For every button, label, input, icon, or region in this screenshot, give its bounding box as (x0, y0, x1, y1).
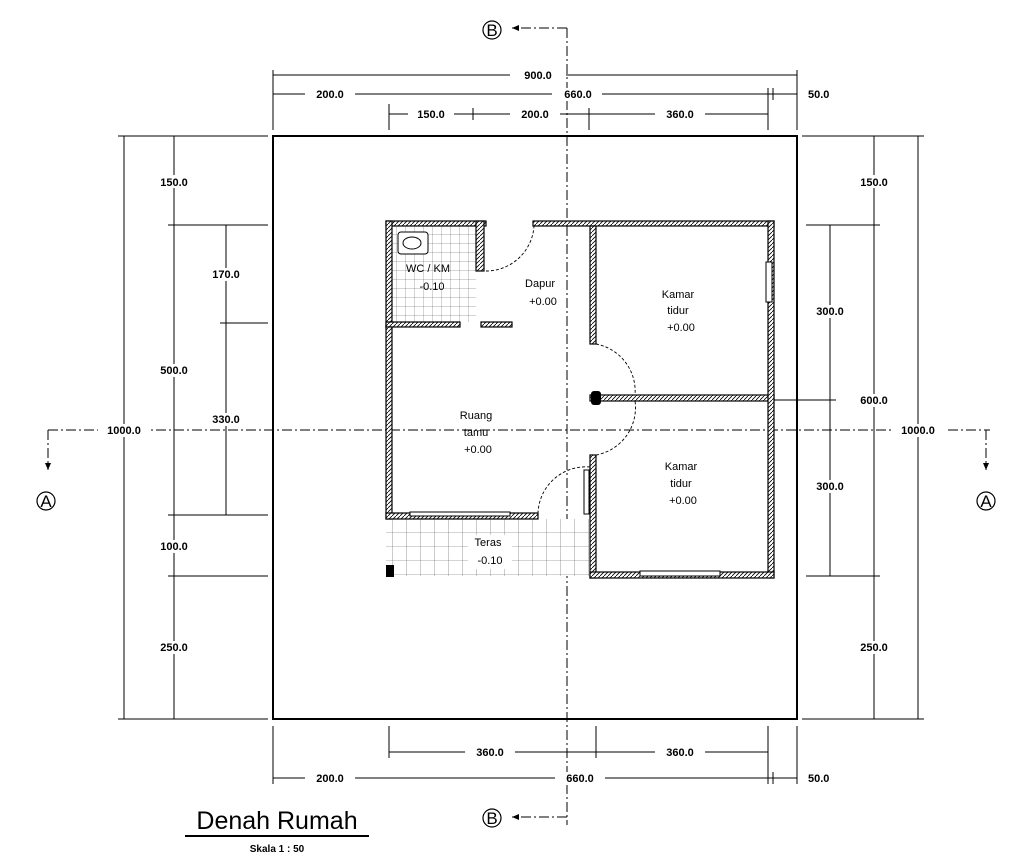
dim-label: 200.0 (521, 109, 549, 121)
dim-label: 150.0 (860, 177, 888, 189)
section-marker-b-bottom: B (482, 808, 502, 828)
dim-label: 50.0 (808, 773, 829, 785)
dim-label: 660.0 (566, 773, 594, 785)
room-label-wc: WC / KM -0.10 (406, 263, 450, 293)
dim-label: 300.0 (816, 306, 844, 318)
section-line-b (512, 25, 568, 825)
door-swings (485, 225, 636, 514)
section-marker-b-top: B (482, 20, 502, 40)
dim-label: 1000.0 (901, 425, 935, 437)
room-label-kamar-tidur-2: Kamar tidur +0.00 (665, 461, 698, 507)
room-name: tidur (670, 478, 692, 490)
room-level: +0.00 (529, 296, 557, 308)
dim-label: 250.0 (160, 642, 188, 654)
dim-label: 50.0 (808, 89, 829, 101)
teras-column (386, 565, 394, 577)
dimensions-top: 900.0 200.0 660.0 50.0 150.0 200.0 360.0 (272, 68, 829, 130)
section-line-a (45, 429, 990, 470)
dim-label: 360.0 (476, 747, 504, 759)
room-level: -0.10 (419, 281, 444, 293)
room-level: +0.00 (464, 444, 492, 456)
room-name: Ruang (460, 410, 492, 422)
dim-label: 600.0 (860, 395, 888, 407)
dim-label: 1000.0 (107, 425, 141, 437)
dim-label: 360.0 (666, 109, 694, 121)
dim-label: 150.0 (417, 109, 445, 121)
dimensions-right: 1000.0 150.0 600.0 250.0 300.0 300.0 (772, 135, 945, 720)
room-label-ruang-tamu: Ruang tamu +0.00 (460, 410, 492, 456)
section-marker-label: A (980, 492, 992, 511)
room-level: +0.00 (667, 322, 695, 334)
dim-label: 500.0 (160, 365, 188, 377)
dimensions-left: 1000.0 150.0 500.0 100.0 250.0 170.0 330… (98, 135, 268, 720)
section-marker-a-right: A (976, 491, 996, 511)
dim-label: 300.0 (816, 481, 844, 493)
room-name: WC / KM (406, 263, 450, 275)
windows (409, 261, 773, 577)
dim-label: 250.0 (860, 642, 888, 654)
toilet-icon (397, 231, 429, 255)
dim-label: 330.0 (212, 414, 240, 426)
room-name: Teras (475, 537, 502, 549)
section-marker-label: B (486, 21, 497, 40)
drawing-scale: Skala 1 : 50 (250, 844, 305, 855)
dimensions-bottom: 360.0 360.0 200.0 660.0 50.0 (272, 726, 829, 785)
site-boundary (272, 135, 798, 720)
room-name: Dapur (525, 278, 555, 290)
section-marker-label: A (40, 492, 52, 511)
dim-label: 900.0 (524, 70, 552, 82)
drawing-title: Denah Rumah (196, 807, 357, 835)
section-marker-a-left: A (36, 491, 56, 511)
dim-label: 200.0 (316, 773, 344, 785)
dim-label: 170.0 (212, 269, 240, 281)
room-name: Kamar (662, 289, 695, 301)
dim-label: 100.0 (160, 541, 188, 553)
room-level: -0.10 (477, 555, 502, 567)
dim-label: 150.0 (160, 177, 188, 189)
room-label-kamar-tidur-1: Kamar tidur +0.00 (662, 289, 695, 334)
dim-label: 360.0 (666, 747, 694, 759)
room-label-dapur: Dapur +0.00 (525, 278, 557, 308)
room-name: tamu (464, 427, 488, 439)
dim-label: 660.0 (564, 89, 592, 101)
room-level: +0.00 (669, 495, 697, 507)
room-label-teras: Teras -0.10 (468, 535, 512, 569)
room-name: Kamar (665, 461, 698, 473)
section-marker-label: B (486, 809, 497, 828)
dim-label: 200.0 (316, 89, 344, 101)
drawing-title-block: Denah Rumah Skala 1 : 50 (185, 807, 369, 855)
room-name: tidur (667, 305, 689, 317)
